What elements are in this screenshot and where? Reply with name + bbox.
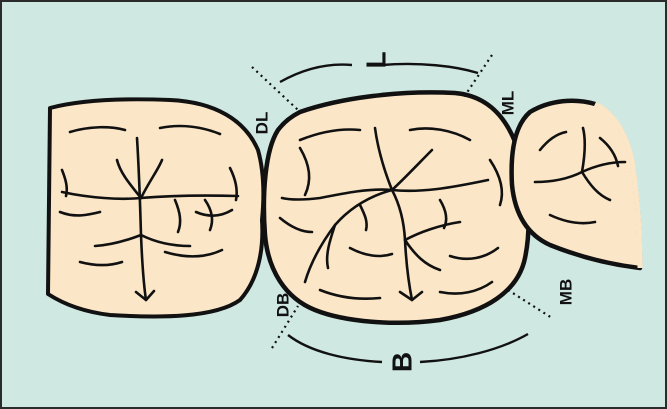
lingual-label: L (361, 51, 392, 68)
tooth-left (48, 99, 263, 316)
tooth-middle-outline (264, 92, 529, 322)
distobuccal-label: DB (274, 293, 293, 318)
mesiolingual-label: ML (499, 91, 518, 116)
distolingual-label: DL (253, 112, 272, 135)
buccal-label: B (387, 352, 418, 372)
mesiobuccal-label: MB (557, 279, 576, 305)
tooth-middle (264, 92, 529, 322)
tooth-left-outline (48, 99, 263, 316)
